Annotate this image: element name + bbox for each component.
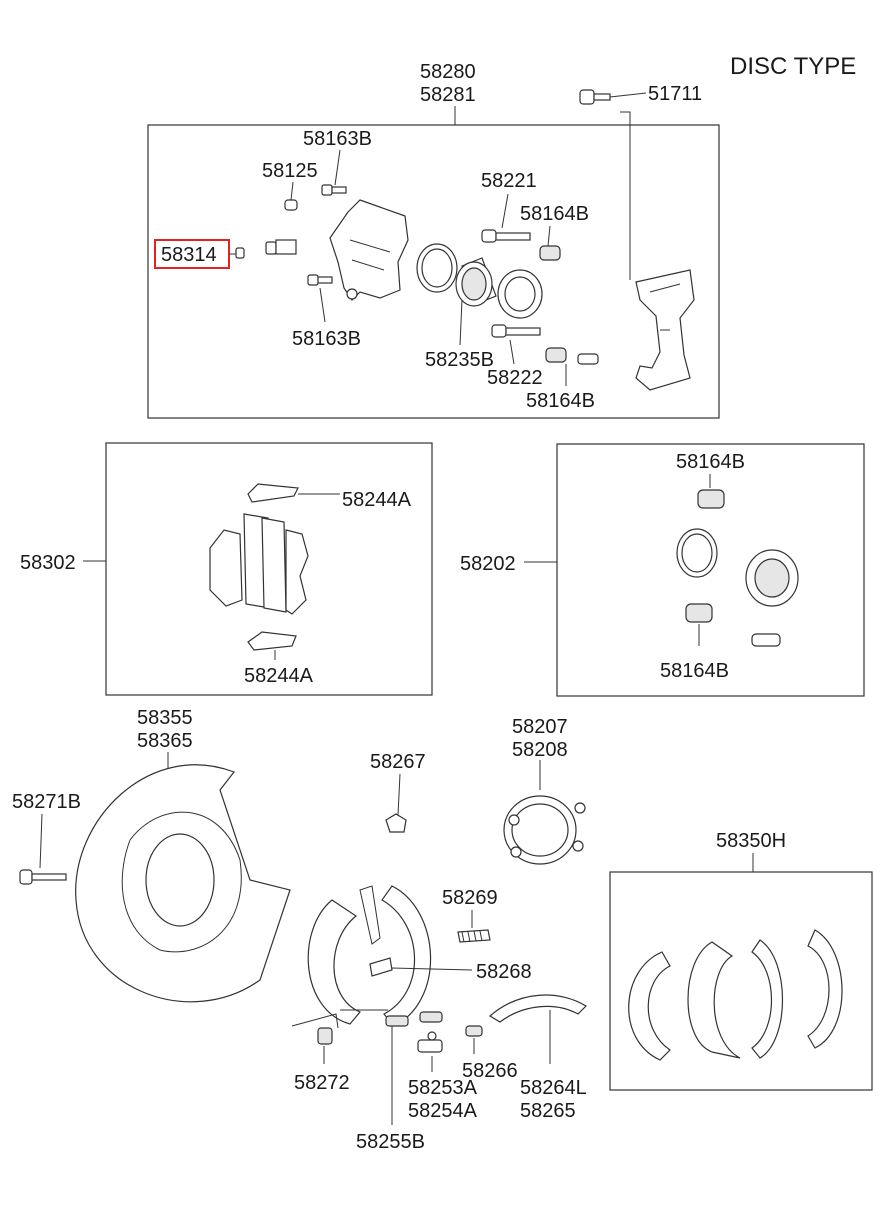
- brake-shoes-part: [628, 929, 843, 1061]
- label-58222[interactable]: 58222: [487, 367, 543, 389]
- label-58221[interactable]: 58221: [481, 170, 537, 192]
- label-58281[interactable]: 58281: [420, 84, 476, 106]
- label-58164b-a[interactable]: 58164B: [520, 203, 589, 225]
- piston-part: [455, 257, 497, 307]
- label-58164b-b[interactable]: 58164B: [526, 390, 595, 412]
- spring-58268-part: [369, 957, 393, 977]
- label-58350h[interactable]: 58350H: [716, 830, 786, 852]
- label-58244a-bottom[interactable]: 58244A: [244, 665, 314, 687]
- clip-bottom-part: [247, 631, 297, 651]
- brake-pads-part: [209, 513, 309, 615]
- caliper-assembly-box: [147, 124, 720, 419]
- lever-part: [488, 994, 587, 1023]
- label-58202[interactable]: 58202: [460, 553, 516, 575]
- label-58207[interactable]: 58207: [512, 716, 568, 738]
- label-58264l[interactable]: 58264L: [520, 1077, 587, 1099]
- label-58164b-d[interactable]: 58164B: [660, 660, 729, 682]
- label-58266[interactable]: 58266: [462, 1060, 518, 1082]
- label-58267[interactable]: 58267: [370, 751, 426, 773]
- label-58163b-top[interactable]: 58163B: [303, 128, 372, 150]
- label-58271b[interactable]: 58271B: [12, 791, 81, 813]
- label-51711[interactable]: 51711: [648, 83, 702, 105]
- label-58125[interactable]: 58125: [262, 160, 318, 182]
- label-58280[interactable]: 58280: [420, 61, 476, 83]
- label-58163b-bottom[interactable]: 58163B: [292, 328, 361, 350]
- diagram-title: DISC TYPE: [730, 53, 856, 80]
- seal-kit-box: [556, 443, 865, 697]
- spring-58269-part: [457, 929, 491, 943]
- clip-top-part: [247, 483, 299, 503]
- label-58269[interactable]: 58269: [442, 887, 498, 909]
- drum-part: [503, 795, 586, 865]
- label-58235b[interactable]: 58235B: [425, 349, 494, 371]
- bolt-51711-part: [579, 89, 611, 105]
- label-58272[interactable]: 58272: [294, 1072, 350, 1094]
- label-58255b[interactable]: 58255B: [356, 1131, 425, 1153]
- label-58314[interactable]: 58314: [161, 244, 217, 266]
- shoe-kit-box: [609, 871, 873, 1091]
- caliper-body-part: [329, 199, 409, 301]
- adjuster-part: [417, 1031, 443, 1053]
- parking-shoes-part: [307, 885, 432, 1027]
- backing-plate-part: [75, 764, 291, 1003]
- label-58208[interactable]: 58208: [512, 739, 568, 761]
- label-58253a[interactable]: 58253A: [408, 1077, 478, 1099]
- label-58254a[interactable]: 58254A: [408, 1100, 478, 1122]
- label-58302[interactable]: 58302: [20, 552, 76, 574]
- label-58365[interactable]: 58365: [137, 730, 193, 752]
- label-58268[interactable]: 58268: [476, 961, 532, 983]
- label-58244a-top[interactable]: 58244A: [342, 489, 412, 511]
- label-58265[interactable]: 58265: [520, 1100, 576, 1122]
- label-58164b-c[interactable]: 58164B: [676, 451, 745, 473]
- pad-kit-box: [105, 442, 433, 696]
- label-58355[interactable]: 58355: [137, 707, 193, 729]
